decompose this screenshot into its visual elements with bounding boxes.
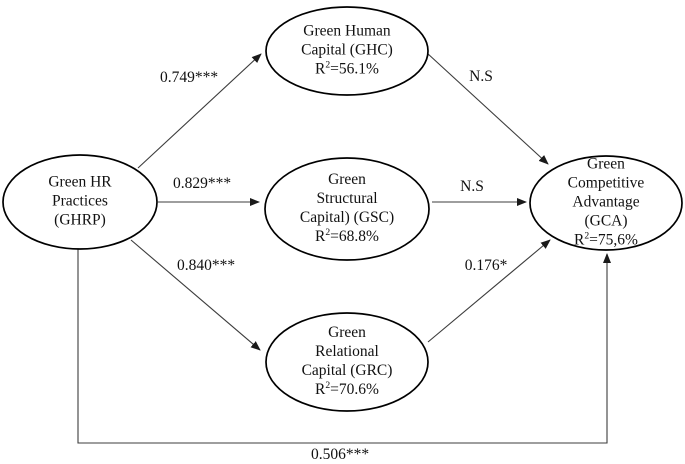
edge-label-grc-gca: 0.176* [464,257,508,274]
node-ghc-line: Capital (GHC) [301,41,393,59]
edge-label-ghc-gca: N.S [469,68,493,85]
node-gsc-ellipse [264,157,430,261]
node-ghrp-ellipse [2,154,158,250]
node-ghc-label: Green Human Capital (GHC) R2=56.1% [301,23,393,80]
edge-grc-gca [427,239,551,343]
node-ghc-ellipse [265,6,429,96]
node-gca-ellipse [529,155,683,251]
node-gsc-line: Green [328,171,366,189]
node-gsc-r2: R2=68.8% [315,226,379,245]
edge-ghrp-grc [130,239,261,351]
edge-label-ghrp-gsc: 0.829*** [172,175,232,192]
node-ghrp-line: Green HR [48,173,112,191]
edge-ghrp-ghc [137,53,262,169]
node-grc-label: Green Relational Capital (GRC) R2=70.6% [302,324,393,400]
node-gca-label: Green Competitive Advantage (GCA) R2=75,… [568,156,645,251]
node-gca-line: (GCA) [584,212,628,230]
node-gsc-line: Capital) (GSC) [299,209,395,226]
edge-label-ghrp-gca-direct: 0.506*** [310,446,370,463]
edge-ghc-gca [426,52,549,165]
node-ghc-line: Green Human [303,22,391,40]
node-gsc-label: Green Structural Capital) (GSC) R2=68.8% [300,171,394,247]
node-ghrp-line: (GHRP) [54,211,106,229]
node-gca-line: Competitive [567,174,645,192]
node-ghc-r2: R2=56.1% [315,59,379,78]
node-grc-line: Green [328,324,366,342]
node-grc-line: Relational [315,343,379,361]
edge-label-ghrp-ghc: 0.749*** [159,69,219,86]
node-gca-r2: R2=75,6% [574,230,638,249]
node-ghrp-line: Practices [52,192,108,210]
node-grc-r2: R2=70.6% [315,379,379,398]
node-grc-line: Capital (GRC) [301,362,393,379]
node-grc-ellipse [265,312,429,412]
edge-ghrp-gca-direct [77,248,611,444]
node-gca-line: Green [587,155,625,173]
node-ghrp-label: Green HR Practices (GHRP) [48,174,111,231]
node-gsc-line: Structural [316,190,378,208]
edge-label-ghrp-grc: 0.840*** [176,257,236,274]
edge-label-gsc-gca: N.S [460,178,484,195]
node-gca-line: Advantage [572,193,640,211]
